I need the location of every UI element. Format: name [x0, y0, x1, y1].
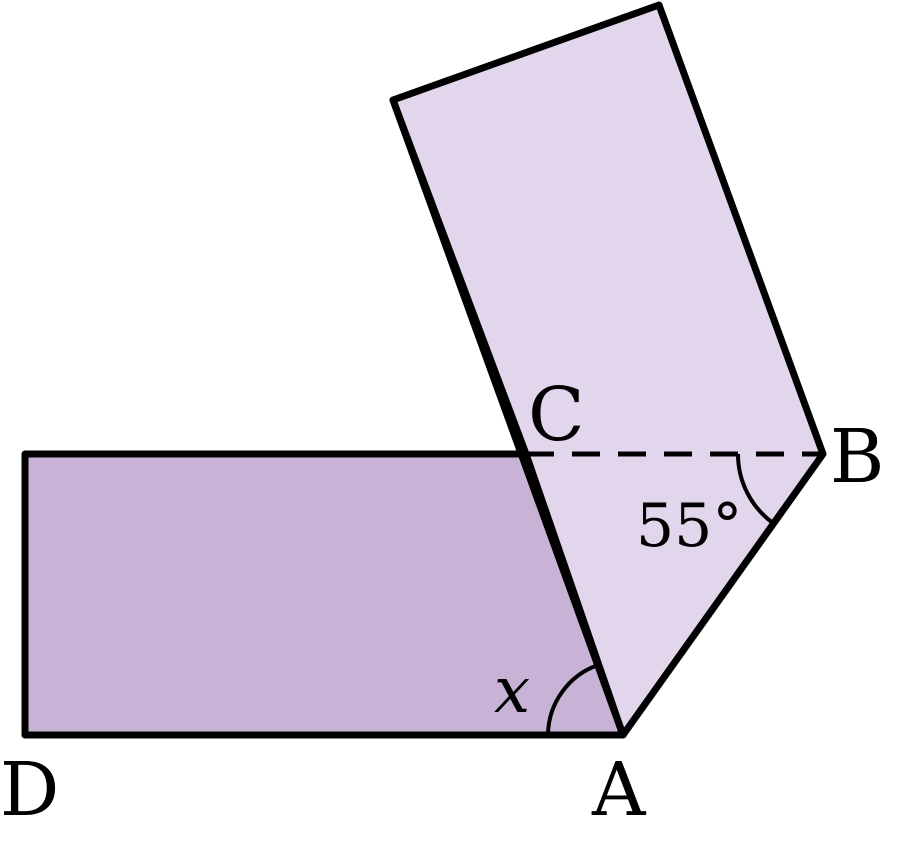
label-c: C — [528, 372, 585, 458]
angle-arc-b — [735, 453, 775, 525]
folded-flap — [389, 1, 827, 739]
angle-arc-a — [546, 663, 599, 736]
label-b: B — [830, 414, 884, 500]
label-a: A — [591, 747, 647, 833]
angle-label-55: 55° — [636, 491, 742, 561]
angle-label-x: x — [494, 654, 530, 728]
fold-line — [389, 96, 627, 739]
label-d: D — [0, 747, 59, 833]
